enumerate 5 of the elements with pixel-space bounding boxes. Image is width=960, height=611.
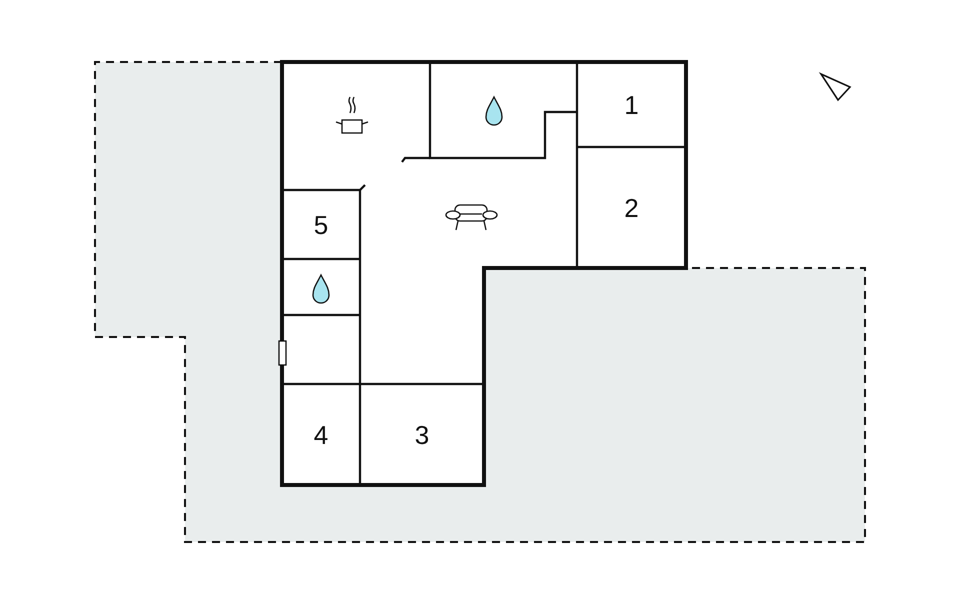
room-number: 4 [314, 422, 328, 448]
room-number: 5 [314, 212, 328, 238]
room-number: 1 [624, 92, 639, 118]
room-number: 3 [414, 422, 430, 448]
room-number: 2 [624, 194, 639, 220]
